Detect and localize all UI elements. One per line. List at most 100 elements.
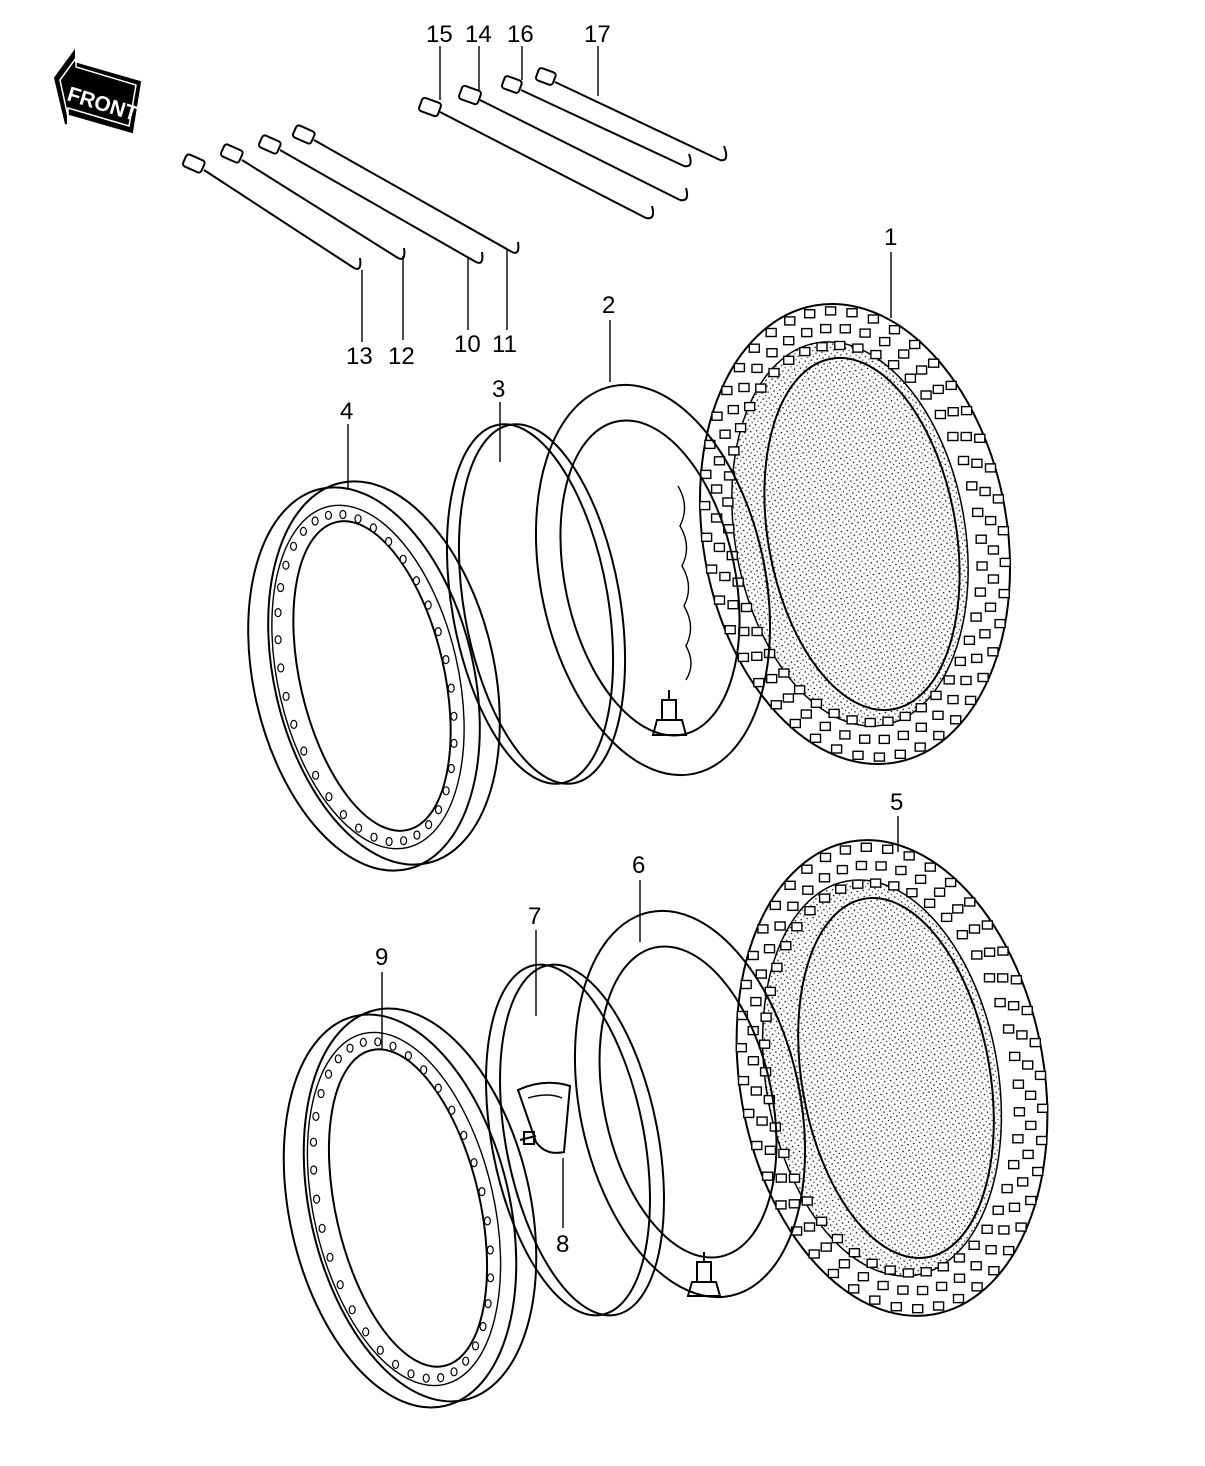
spoke-hole	[471, 1341, 480, 1351]
tread-block	[930, 690, 942, 701]
tread-block	[873, 752, 886, 762]
tread-block	[751, 1140, 763, 1151]
tread-block	[878, 734, 890, 745]
tread-block	[816, 342, 828, 352]
spoke-13	[181, 153, 362, 270]
tread-block	[839, 845, 852, 855]
tread-block	[859, 328, 871, 338]
tread-block	[852, 750, 864, 760]
tread-block	[738, 382, 750, 393]
tread-block	[770, 700, 782, 710]
tread-block	[751, 626, 763, 637]
front-inner-tube	[534, 383, 772, 777]
spoke-hole	[420, 1065, 428, 1075]
spoke-10	[257, 134, 484, 264]
tread-block	[898, 349, 910, 359]
rim-lock	[516, 1081, 572, 1154]
tread-block	[994, 618, 1006, 629]
callout-9: 9	[375, 944, 388, 971]
spoke-hole	[310, 1165, 318, 1175]
spoke-hole	[369, 523, 377, 533]
spoke-hole	[336, 1280, 344, 1290]
tread-block	[944, 877, 957, 888]
tread-block	[804, 309, 816, 319]
tread-block	[960, 405, 973, 416]
tread-block	[751, 363, 763, 374]
tread-block	[915, 722, 927, 732]
spoke-hole	[339, 509, 347, 520]
tread-block	[947, 694, 959, 705]
tread-block	[828, 708, 840, 719]
tread-block	[788, 1199, 801, 1209]
tread-block	[748, 343, 760, 353]
spoke-hole	[312, 1111, 320, 1122]
tread-block	[903, 851, 915, 861]
tread-block	[700, 532, 713, 542]
callout-labels: 1 2 3 4 5 6 7 8 9 10 11 12 13 14 15 16 1…	[340, 21, 903, 1258]
tread-block	[895, 865, 907, 876]
callout-11: 11	[492, 331, 517, 358]
tread-block	[988, 1265, 1000, 1276]
callout-2: 2	[602, 292, 615, 319]
tread-block	[940, 912, 953, 923]
spoke-hole	[339, 809, 347, 820]
spoke-hole	[400, 836, 408, 846]
tread-block	[884, 1265, 896, 1275]
spoke-hole	[450, 711, 458, 721]
tread-block	[1015, 1222, 1027, 1232]
tread-block	[902, 1268, 915, 1278]
tread-block	[857, 1271, 870, 1282]
tread-block	[970, 1261, 982, 1271]
front-rim-band	[445, 423, 627, 785]
callout-3: 3	[492, 376, 505, 403]
tread-block	[789, 718, 801, 729]
tread-block	[724, 625, 736, 635]
tread-block	[815, 1216, 828, 1227]
tread-block	[915, 365, 928, 375]
tread-block	[971, 950, 983, 960]
tread-block	[932, 710, 944, 720]
tread-block	[747, 950, 759, 961]
tread-block	[727, 404, 739, 415]
tread-block	[956, 930, 969, 940]
spoke-hole	[450, 1367, 458, 1377]
spoke-hole	[434, 805, 443, 815]
tread-block	[1013, 1107, 1026, 1117]
tread-block	[763, 944, 776, 954]
tread-block	[760, 1012, 772, 1022]
tread-block	[780, 941, 792, 951]
tread-block	[887, 360, 900, 370]
tread-block	[888, 325, 901, 335]
tread-block	[914, 742, 926, 752]
tread-block	[835, 884, 847, 894]
spoke-hole	[437, 1372, 445, 1383]
tread-block	[1022, 1149, 1034, 1160]
callout-4: 4	[340, 398, 353, 425]
tread-block	[864, 717, 876, 728]
tread-block	[719, 571, 731, 582]
tread-block	[727, 600, 739, 610]
tread-block	[775, 1173, 787, 1183]
spoke-hole	[277, 663, 285, 673]
callout-5: 5	[890, 789, 903, 816]
tread-block	[960, 431, 972, 442]
tread-block	[774, 921, 786, 931]
spoke-hole	[312, 770, 320, 780]
spoke-hole	[311, 516, 319, 526]
tread-block	[909, 339, 921, 350]
tread-block	[784, 880, 796, 890]
tread-block	[1021, 1005, 1033, 1016]
spoke-hole	[370, 832, 378, 842]
spoke-hole	[274, 607, 282, 618]
tread-block	[855, 860, 868, 871]
spoke-hole	[282, 691, 290, 702]
spoke-hole	[355, 823, 363, 833]
spoke-hole	[277, 582, 285, 593]
tread-block	[920, 1267, 932, 1277]
tread-block	[890, 1301, 902, 1312]
tread-block	[802, 885, 814, 895]
tread-block	[713, 542, 726, 553]
tread-block	[983, 947, 996, 957]
tread-block	[1036, 1103, 1049, 1114]
tread-block	[757, 924, 769, 934]
